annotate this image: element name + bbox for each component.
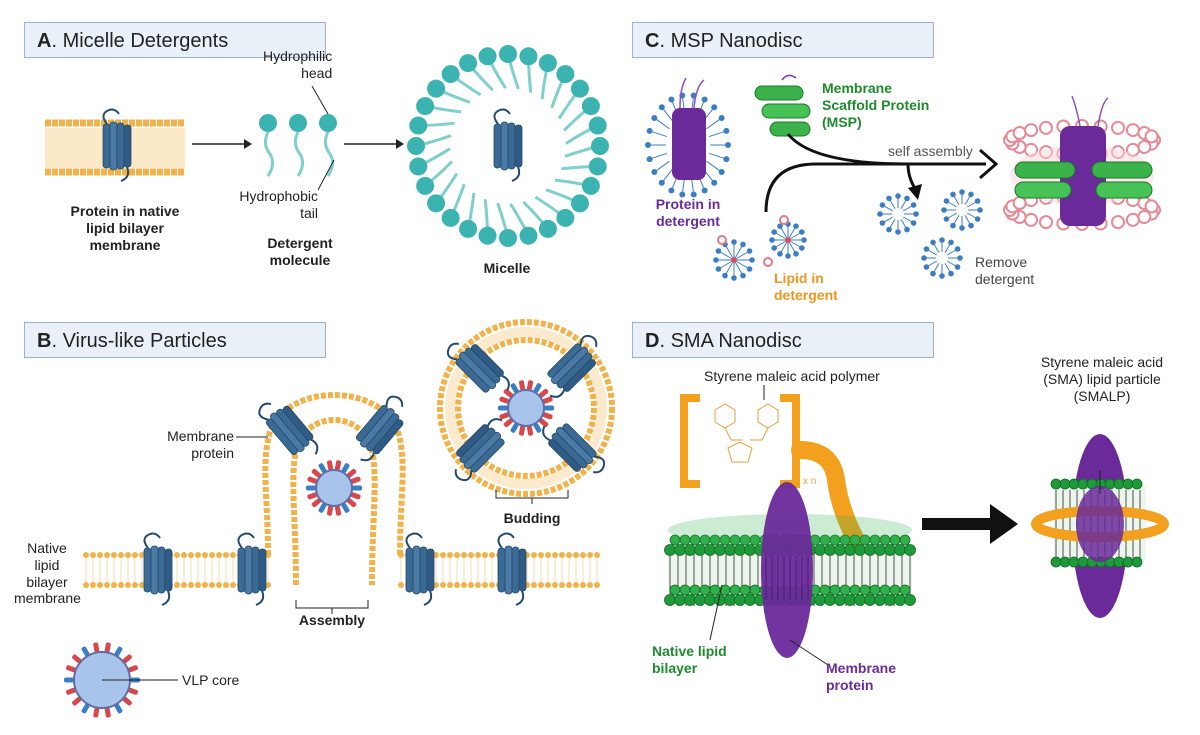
panel-a-graphic bbox=[45, 45, 609, 247]
bilayer-pointer bbox=[709, 584, 723, 641]
panel-c-graphic bbox=[645, 74, 1161, 281]
micelle-graphic bbox=[407, 45, 609, 247]
panel-b-graphic bbox=[64, 319, 615, 718]
protein-in-detergent-graphic bbox=[645, 77, 731, 198]
vlp-assembly bbox=[306, 460, 362, 516]
budding-bracket bbox=[495, 490, 569, 504]
membrane-protein-label: Membrane protein bbox=[167, 428, 234, 461]
panel-d-graphic bbox=[664, 385, 1169, 666]
lipid-in-detergent-graphic bbox=[713, 215, 807, 281]
remove-detergent-label: Remove detergent bbox=[975, 254, 1035, 287]
vlp-bud bbox=[498, 380, 554, 436]
panel-d-title-text: . SMA Nanodisc bbox=[659, 330, 802, 352]
vlp-core-label: VLP core bbox=[182, 672, 240, 688]
msp-label: Membrane Scaffold Protein (MSP) bbox=[822, 80, 930, 130]
native-lipid-bilayer-label: Native lipid bilayer bbox=[652, 643, 727, 676]
self-assembly-label: self assembly bbox=[888, 143, 973, 159]
assembly-label: Assembly bbox=[298, 612, 366, 628]
panel-d-letter: D bbox=[645, 330, 660, 352]
polymer-subscript: x n bbox=[803, 476, 817, 487]
panel-c-title: C. MSP Nanodisc bbox=[632, 22, 934, 58]
panel-b-title: B. Virus-like Particles bbox=[24, 322, 326, 358]
hydrophilic-head-label: Hydrophilic head bbox=[263, 48, 333, 81]
sma-polymer-label: Styrene maleic acid polymer bbox=[704, 368, 880, 384]
panel-b-letter: B bbox=[37, 330, 52, 352]
smalp-label: Styrene maleic acid (SMA) lipid particle… bbox=[1040, 354, 1164, 404]
native-bilayer-label: Native lipid bilayer membrane bbox=[14, 540, 81, 607]
micelle-label: Micelle bbox=[483, 260, 531, 276]
protein-pointer bbox=[789, 639, 829, 666]
msp-graphic bbox=[754, 74, 811, 137]
membrane-protein-d-label: Membrane protein bbox=[826, 660, 897, 693]
protein-in-detergent-label: Protein in detergent bbox=[655, 196, 721, 229]
hydrophobic-tail-label: Hydrophobic tail bbox=[239, 188, 318, 221]
detergent-molecule-label: Detergent molecule bbox=[267, 235, 333, 268]
panel-a-letter: A bbox=[37, 30, 52, 52]
panel-c-title-text: . MSP Nanodisc bbox=[659, 30, 803, 52]
budding-label: Budding bbox=[503, 510, 561, 526]
protein-native-label: Protein in native lipid bilayer membrane bbox=[70, 203, 180, 253]
sma-polymer-tail bbox=[791, 441, 865, 549]
bilayer-protein-icon bbox=[143, 532, 173, 606]
smalp-graphic bbox=[1031, 434, 1169, 618]
bilayer-protein-icon bbox=[405, 532, 435, 606]
native-lipid-bilayer-graphic bbox=[664, 482, 916, 658]
panel-d-title: D. SMA Nanodisc bbox=[632, 322, 934, 358]
panel-c-letter: C bbox=[645, 30, 660, 52]
budding-vesicle bbox=[437, 319, 615, 497]
remove-detergent-arrow bbox=[786, 133, 918, 191]
removed-detergent-graphic bbox=[877, 189, 983, 279]
head-pointer bbox=[311, 85, 329, 115]
assembly-bracket bbox=[295, 600, 369, 614]
msp-nanodisc-graphic bbox=[1003, 95, 1161, 231]
panel-a-title-text: . Micelle Detergents bbox=[51, 30, 229, 52]
panel-b-title-text: . Virus-like Particles bbox=[51, 330, 227, 352]
lipid-in-detergent-label: Lipid in detergent bbox=[774, 270, 838, 303]
self-assembly-arrow bbox=[764, 162, 986, 213]
detergent-molecules bbox=[259, 114, 337, 177]
panel-a-title: A. Micelle Detergents bbox=[24, 22, 326, 58]
sma-polymer-structure bbox=[680, 394, 800, 488]
bilayer-protein-icon bbox=[237, 532, 267, 606]
smalp-arrow bbox=[922, 504, 1018, 544]
bilayer-protein-icon bbox=[497, 532, 527, 606]
micelle-protein-icon bbox=[493, 108, 523, 182]
tail-pointer bbox=[317, 159, 335, 191]
